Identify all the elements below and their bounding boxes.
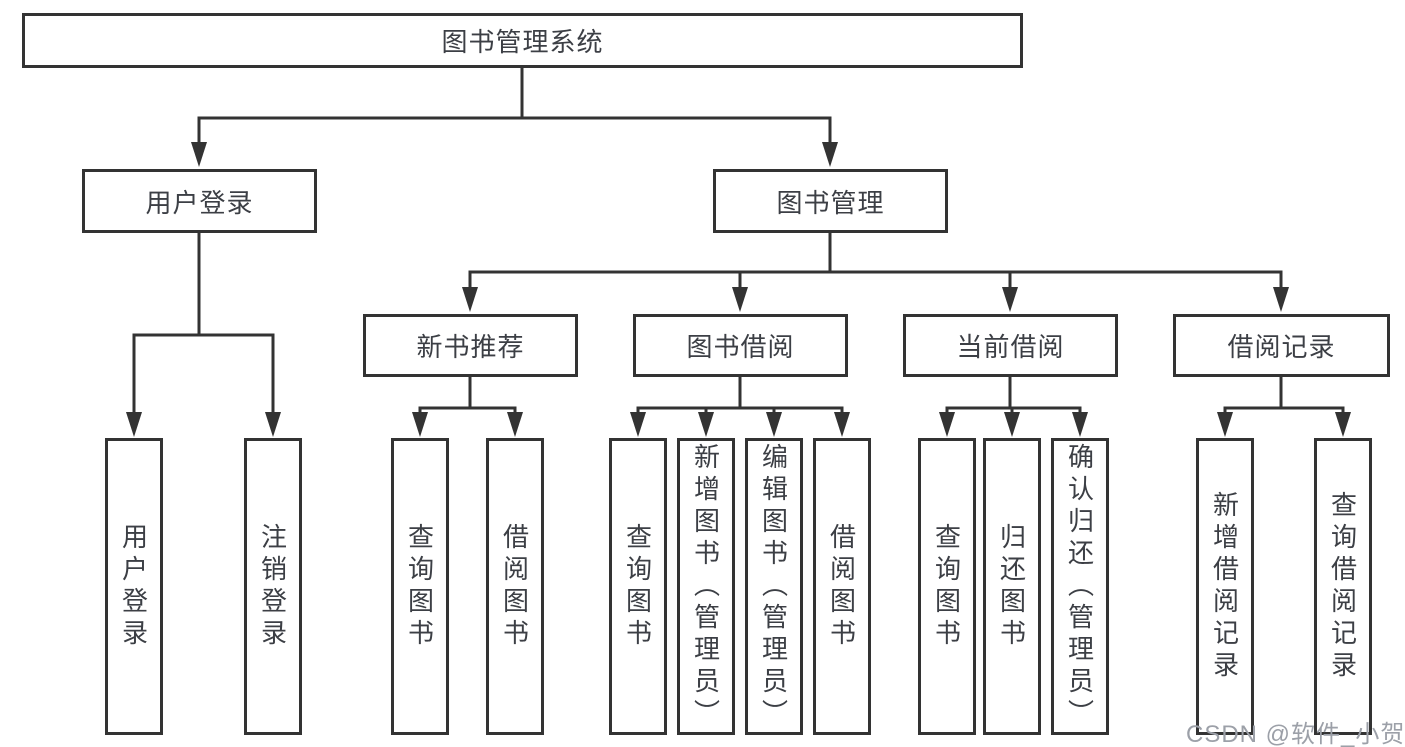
leaf-confirm-return-admin: 确认归还（管理员）: [1051, 438, 1109, 735]
leaf-logout-login: 注销登录: [244, 438, 302, 735]
connector-book-borrow-children: [636, 375, 844, 417]
leaf-query-borrow-record: 查询借阅记录: [1314, 438, 1372, 735]
node-book-borrow: 图书借阅: [633, 314, 848, 377]
leaf-query-books-current: 查询图书: [918, 438, 976, 735]
connector-current-borrow-children: [945, 375, 1082, 417]
leaf-add-borrow-record: 新增借阅记录: [1196, 438, 1254, 735]
leaf-query-books-recommend: 查询图书: [391, 438, 449, 735]
connector-borrow-records-children: [1223, 375, 1345, 417]
leaf-borrow-books: 借阅图书: [813, 438, 871, 735]
leaf-borrow-books-recommend: 借阅图书: [486, 438, 544, 735]
leaf-edit-book-admin: 编辑图书（管理员）: [745, 438, 803, 735]
node-book-management: 图书管理: [713, 169, 948, 233]
node-user-login: 用户登录: [82, 169, 317, 233]
csdn-watermark: CSDN @软件_小贺同学: [1186, 721, 1405, 747]
connector-book-management-children: [468, 231, 1283, 292]
leaf-return-book: 归还图书: [983, 438, 1041, 735]
leaf-add-book-admin: 新增图书（管理员）: [677, 438, 735, 735]
connector-root-to-level1: [197, 66, 832, 146]
node-borrow-records: 借阅记录: [1173, 314, 1390, 377]
leaf-query-books-borrow: 查询图书: [609, 438, 667, 735]
node-new-book-recommend: 新书推荐: [363, 314, 578, 377]
node-current-borrow: 当前借阅: [903, 314, 1118, 377]
leaf-user-login: 用户登录: [105, 438, 163, 735]
node-root-system: 图书管理系统: [22, 13, 1023, 68]
connector-new-book-children: [418, 375, 517, 417]
connector-user-login-children: [132, 231, 275, 417]
